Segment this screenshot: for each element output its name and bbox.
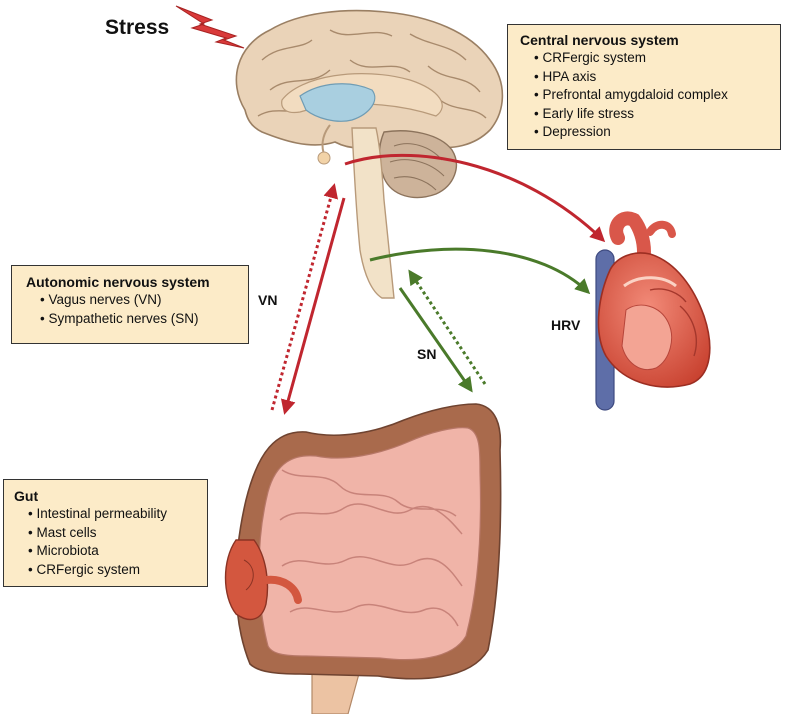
ans-box-title: Autonomic nervous system — [26, 274, 210, 290]
vagus-afferent-arrow — [270, 183, 339, 411]
stress-label: Stress — [105, 16, 170, 39]
brain-illustration — [235, 9, 504, 299]
gut-item-permeability: Intestinal permeability — [28, 505, 197, 524]
sn-arrow-label: SN — [417, 346, 437, 362]
vagus-efferent-arrow — [280, 197, 346, 415]
gut-item-microbiota: Microbiota — [28, 542, 197, 561]
ans-item-sympathetic: Sympathetic nerves (SN) — [40, 310, 238, 329]
sympathetic-efferent-arrow — [398, 287, 473, 393]
ans-info-box: Autonomic nervous system Vagus nerves (V… — [11, 265, 249, 344]
cns-item-early-life-stress: Early life stress — [534, 105, 770, 124]
cns-to-heart-hrv-arrow — [369, 247, 591, 295]
cns-item-depression: Depression — [534, 123, 770, 142]
cns-to-heart-arrow — [344, 153, 606, 243]
cns-list: CRFergic system HPA axis Prefrontal amyg… — [520, 49, 770, 142]
stress-bolt-icon — [175, 5, 245, 49]
cns-box-title: Central nervous system — [520, 32, 679, 48]
gut-item-crfergic: CRFergic system — [28, 561, 197, 580]
vn-arrow-label: VN — [258, 292, 278, 308]
cns-item-prefrontal-amygdaloid: Prefrontal amygdaloid complex — [534, 86, 770, 105]
heart-illustration — [595, 211, 711, 411]
intestine-illustration — [224, 403, 502, 714]
gut-list: Intestinal permeability Mast cells Micro… — [14, 505, 197, 579]
cns-item-crfergic: CRFergic system — [534, 49, 770, 68]
sympathetic-afferent-arrow — [408, 269, 487, 385]
gut-info-box: Gut Intestinal permeability Mast cells M… — [3, 479, 208, 587]
gut-item-mast-cells: Mast cells — [28, 524, 197, 543]
hrv-label: HRV — [551, 317, 581, 333]
gut-box-title: Gut — [14, 488, 39, 504]
cns-info-box: Central nervous system CRFergic system H… — [507, 24, 781, 150]
cns-item-hpa-axis: HPA axis — [534, 68, 770, 87]
ans-item-vagus: Vagus nerves (VN) — [40, 291, 238, 310]
ans-list: Vagus nerves (VN) Sympathetic nerves (SN… — [26, 291, 238, 328]
